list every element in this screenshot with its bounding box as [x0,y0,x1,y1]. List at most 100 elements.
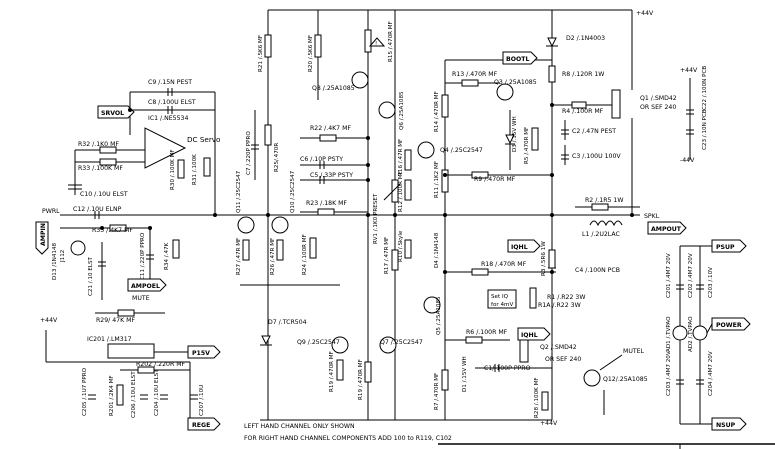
r6-label: R6 /.100R MF [466,329,508,336]
q6-label: Q6 /.25A1085 [399,91,405,130]
flag-psup: PSUP [716,244,735,251]
r9-label: R9 /.470R MF [474,176,516,183]
q5-label: Q5 /.25A1085 [436,296,442,335]
r20-label: R20 /.5K6 MF [308,35,314,72]
r19-label: R19 /.470R MF [329,351,335,392]
r22-label: R22 /.4K7 MF [310,125,351,132]
bias-driver-section: RV1 /.1K0 PRESET R12 /.100R MF R16 /.47R… [373,20,687,418]
ic201-label: IC201 /.LM317 [87,336,132,343]
r31-label: R31 /.100K [192,154,198,185]
q8-label: Q8 /.25A1085 [312,85,355,92]
psu-section: +44V C22 /.100N PCB C23 /.10N PCB -44V P… [666,66,751,431]
c9-label: C9 /.15N PEST [148,79,192,86]
q9-label: Q9 /.25C2547 [297,339,340,346]
r1a-label: R1A /.R22 3W [538,302,581,309]
c2-label: C2 /.47N PEST [572,128,616,135]
r4-label: R4 /.100R MF [562,108,604,115]
c202-label: C202 /.4M7 20V [688,253,694,298]
mute-net-label: MUTE [132,295,150,302]
r3-label: R3 /.5R6 1W [541,241,547,276]
c201-label: C201 /.4M7 20V [666,253,672,298]
r33-label: R33 /.100K MF [78,165,123,172]
notes: LEFT HAND CHANNEL ONLY SHOWN FOR RIGHT H… [244,423,775,449]
flag-pwrl: PWRL [42,208,60,215]
q7-label: Q7 /.25C2547 [380,339,423,346]
r30-label: R30 /.100K MF [170,149,176,190]
rail-label-top: +44V [636,10,654,17]
r34-label: R34 /.47K [164,242,170,270]
note-line-1: LEFT HAND CHANNEL ONLY SHOWN [244,423,355,430]
c21-label: C21 /.10 ELST [88,256,94,296]
note-line-2: FOR RIGHT HAND CHANNEL COMPONENTS ADD 10… [244,435,452,442]
r13-label: R13 /.470R MF [452,71,498,78]
r10-label: R10 /.Skyle [398,230,404,262]
rail-label-left: +44V [40,317,58,324]
ad2-label: AD2 /.TVPAO [688,316,694,352]
flag-spkl: SPKL [644,213,660,220]
flag-regl: REGE [192,422,210,429]
ic1-opamp [144,127,187,169]
c204-label: C204 /.10U ELST [154,369,160,416]
c204b-label: C204 /.4M7 20V [708,351,714,396]
c11-label: C11 /.220P PPRO [140,232,146,280]
flag-ampout: AMPOUT [651,226,682,233]
q2-label: Q2 /.SMD42 [540,344,577,351]
d1-label: D1 /.15V WH [462,356,468,392]
power-rails: +44V +44V [260,9,654,427]
flag-mute-in: AMPOEL [131,283,160,290]
c12-label: C12 /.10U ELNP [73,206,122,213]
q11-label: Q11 /.25C2547 [236,170,242,213]
r2-label: R2 /.1R5 1W [585,197,623,204]
rv1-label: RV1 /.1K0 PRESET [373,193,379,244]
flag-ampin: AMPIN [40,223,47,246]
junctions [100,103,634,274]
c10-label: C10 /.10U ELST [80,191,128,198]
flag-mutel: MUTEL [623,348,645,355]
r1-label: R1 /.R22 3W [547,294,585,301]
q4-label: Q4 /.25C2547 [440,147,483,154]
r8-label: R8 /.120R 1W [562,71,604,78]
r18-label: R18 /.470R MF [481,261,527,268]
q1-label: Q1 /.SMD42 [640,95,677,102]
r14-label: R14 /.470R MF [434,91,440,132]
c23-label: C23 /.10N PCB [702,109,708,150]
l1-label: L1 /.2U2LAC [582,231,620,238]
input-section: DC Servo IC1 /.NE5534 C9 /.15N PEST C8 /… [35,79,220,324]
r23-label: R23 /.18K MF [306,200,347,207]
c8-label: C8 /.100U ELST [148,99,196,106]
flag-nsup: NSUP [716,422,736,429]
r17-label: R17 /.47R MF [384,237,390,274]
set-iq-label: Set IQ [491,294,509,300]
r5-label: R5 /.470R MF [524,127,530,164]
q2-alt-label: OR SEF 240 [545,356,581,363]
r27-label: R27 /.47R MF [236,238,242,275]
ad1-label: AD1 /.TVPAO [666,316,672,352]
q1-alt-label: OR SEF 240 [640,104,676,111]
j112-label: J112 [60,250,66,263]
r7-label: R7 /.470R MF [434,373,440,410]
q3-label: Q3 /.25A1085 [494,79,537,86]
c7-label: C7 /.220P PPRO [246,131,252,175]
c4-label: C4 /.100N PCB [575,267,620,274]
r201-label: R201 /.2K4 MF [109,375,115,416]
q10-label: Q10 /.25C2547 [290,170,296,213]
flag-srvol: SRVOL [101,110,124,117]
r29-label: R29/ 47K MF [96,317,135,324]
c207-label: C207 /.10U [199,385,205,416]
r26-label: R26 /.47R MF [270,238,276,275]
d2-label: D2 /.1N4003 [566,35,605,42]
c5-label: C5 /.33P PSTY [310,172,353,179]
r28-label: R28 /.100K MF [534,377,540,418]
rail-label-r2: -44V [680,157,695,164]
c22-label: C22 /.100N PCB [702,66,708,110]
ic1-label: IC1 /.NE5534 [148,115,188,122]
flag-power: POWER [716,322,742,329]
r25-label: R25/.470R [274,143,280,172]
r15-label: R15 /.470R MF [388,21,394,62]
c6-label: C6 /.10P PSTY [300,156,343,163]
r11-label: R11 /.1K2 MF [434,161,440,198]
pwr-top-label: C203 /.10V [708,267,714,298]
flag-boot: BOOTL [506,56,529,63]
q12-label: Q12/.25A1085 [603,376,648,383]
